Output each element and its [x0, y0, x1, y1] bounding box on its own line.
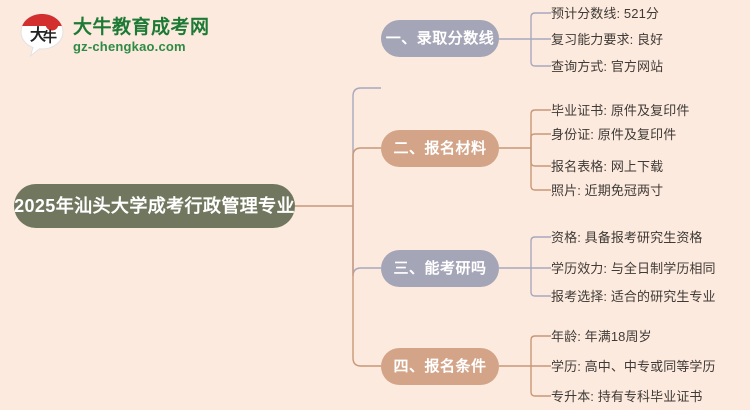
leaf-1-2: 复习能力要求: 良好: [551, 32, 664, 47]
root-node-label: 2025年汕头大学成考行政管理专业: [14, 196, 295, 216]
branch-node-3-label: 三、能考研吗: [393, 260, 487, 277]
branch-node-4[interactable]: 四、报名条件: [381, 348, 499, 385]
leaf-2-2: 身份证: 原件及复印件: [551, 127, 677, 142]
branch-node-3[interactable]: 三、能考研吗: [381, 250, 499, 287]
leaf-2-1: 毕业证书: 原件及复印件: [551, 103, 690, 118]
branch-node-1-label: 一、录取分数线: [385, 30, 495, 47]
svg-text:大: 大: [30, 25, 46, 44]
logo-title-cn: 大牛教育成考网: [73, 17, 210, 39]
logo-url: gz-chengkao.com: [73, 39, 186, 55]
leaf-4-1: 年龄: 年满18周岁: [551, 329, 652, 344]
leaf-1-3: 查询方式: 官方网站: [551, 59, 664, 74]
root-node[interactable]: 2025年汕头大学成考行政管理专业: [14, 184, 295, 228]
branch-node-2-label: 二、报名材料: [393, 140, 487, 157]
site-logo[interactable]: 大 牛 大牛教育成考网 gz-chengkao.com: [18, 6, 210, 64]
leaf-2-4: 照片: 近期免冠两寸: [551, 183, 664, 198]
leaf-4-3: 专升本: 持有专科毕业证书: [551, 389, 703, 404]
branch-node-4-label: 四、报名条件: [393, 358, 487, 375]
leaf-3-2: 学历效力: 与全日制学历相同: [551, 261, 716, 276]
branch-node-1[interactable]: 一、录取分数线: [381, 20, 499, 57]
branch-node-2[interactable]: 二、报名材料: [381, 130, 499, 167]
leaf-1-1: 预计分数线: 521分: [551, 6, 660, 21]
leaf-3-1: 资格: 具备报考研究生资格: [551, 230, 703, 245]
leaf-3-3: 报考选择: 适合的研究生专业: [551, 289, 716, 304]
svg-text:牛: 牛: [43, 29, 57, 45]
leaf-2-3: 报名表格: 网上下载: [551, 159, 664, 174]
daniu-speech-bubble-logo-icon: 大 牛: [18, 11, 66, 59]
leaf-4-2: 学历: 高中、中专或同等学历: [551, 359, 716, 374]
logo-text-group: 大牛教育成考网 gz-chengkao.com: [73, 16, 210, 54]
